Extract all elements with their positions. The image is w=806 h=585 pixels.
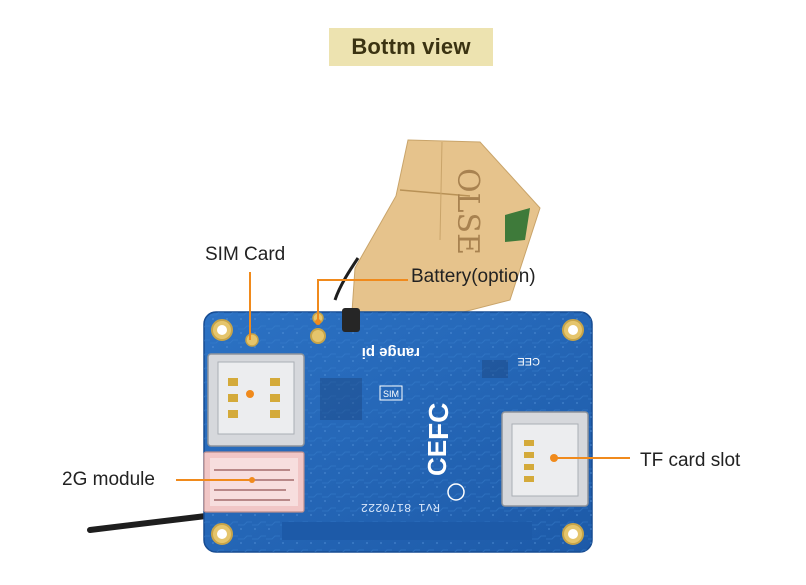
cee-mark: CEE [517, 355, 540, 367]
2g-module-label: 2G module [62, 469, 155, 490]
battery-label: Battery(option) [411, 266, 536, 287]
page-title: Bottm view [351, 34, 471, 59]
battery-leader [317, 279, 408, 322]
tape-print: OLSE [450, 168, 485, 255]
leader-dots [246, 319, 558, 483]
top-connector [342, 308, 360, 332]
sim-card-label: SIM Card [205, 244, 286, 265]
recycle-icon [447, 483, 465, 501]
revision-text: Rv1 8170222 [361, 500, 440, 514]
title-banner: Bottm view [329, 28, 493, 66]
fcc-mark: FC [423, 403, 454, 440]
leader-lines [176, 272, 630, 481]
brand-silkscreen: range pi [362, 344, 420, 361]
gpio-pad-row [282, 522, 532, 540]
sim-card-slot [207, 353, 305, 447]
battery-wire [333, 257, 360, 301]
sim-silkscreen: SIM [383, 389, 399, 399]
tf-card-slot [501, 411, 589, 507]
battery-pad [310, 328, 326, 344]
antenna-cable [87, 513, 209, 533]
ce-mark: CE [422, 440, 452, 476]
battery-tape: OLSE [351, 139, 541, 319]
tf-card-slot-label: TF card slot [640, 450, 741, 471]
